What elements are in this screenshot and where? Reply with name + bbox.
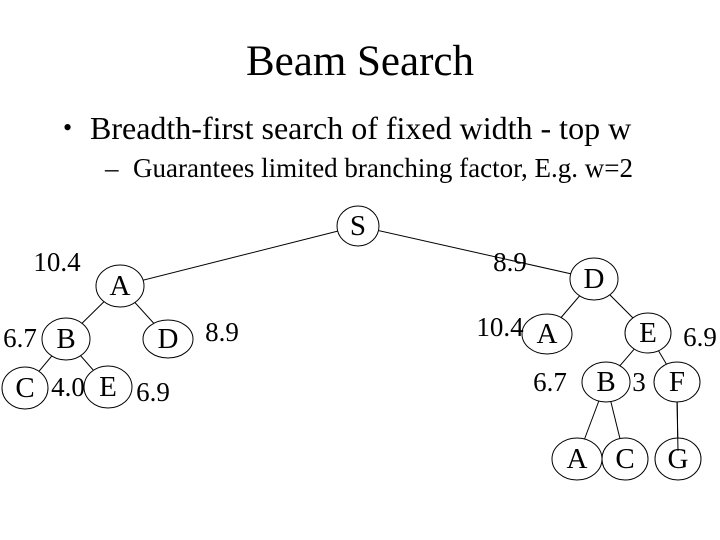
tree-edge — [357, 225, 595, 280]
node-circle — [581, 361, 631, 403]
node-circle — [95, 264, 145, 308]
tree-node-C3: C — [601, 437, 649, 481]
cost-label: 6.7 — [3, 323, 37, 353]
tree-node-E2: E — [624, 312, 672, 354]
cost-label: 10.4 — [33, 247, 81, 277]
tree-node-F2: F — [653, 361, 701, 403]
tree-node-A1: A — [95, 264, 145, 308]
tree-node-A2: A — [521, 313, 573, 355]
cost-label: 10.4 — [476, 312, 524, 342]
node-label: E — [99, 371, 117, 403]
dash-marker-icon: – — [105, 153, 119, 183]
tree-edge — [119, 225, 359, 287]
node-circle — [336, 205, 380, 247]
node-circle — [83, 365, 133, 409]
sub-bullet-item: – Guarantees limited branching factor, E… — [105, 151, 633, 185]
cost-label: 3 — [632, 367, 646, 397]
node-label: D — [158, 323, 179, 355]
node-label: F — [669, 366, 685, 398]
node-label: B — [56, 323, 75, 355]
tree-node-C1: C — [1, 366, 49, 410]
tree-node-D1: D — [142, 319, 194, 359]
node-label: G — [668, 443, 689, 475]
tree-node-B2: B — [581, 361, 631, 403]
cost-label: 6.9 — [683, 322, 717, 352]
node-label: E — [639, 317, 657, 349]
tree-node-B1: B — [41, 317, 91, 361]
bullet-dot-icon: • — [63, 113, 73, 142]
node-label: C — [615, 443, 634, 475]
bullet-item: • Breadth-first search of fixed width - … — [63, 108, 631, 148]
node-circle — [521, 313, 573, 355]
tree-node-A3: A — [551, 437, 603, 481]
node-circle — [41, 317, 91, 361]
node-circle — [624, 312, 672, 354]
bullet-text: Breadth-first search of fixed width - to… — [90, 110, 632, 146]
cost-label: 4.0 — [51, 372, 85, 402]
tree-node-D2: D — [569, 257, 619, 301]
node-circle — [1, 366, 49, 410]
node-label: C — [15, 372, 34, 404]
node-circle — [569, 257, 619, 301]
tree-node-E1: E — [83, 365, 133, 409]
node-label: A — [110, 270, 131, 302]
cost-label: 6.9 — [136, 377, 170, 407]
node-label: A — [537, 318, 558, 350]
tree-node-S: S — [336, 205, 380, 247]
tree-edge-overlay — [676, 401, 679, 452]
sub-bullet-text: Guarantees limited branching factor, E.g… — [133, 153, 633, 183]
node-label: A — [567, 443, 588, 475]
cost-label: 8.9 — [205, 317, 239, 347]
cost-label: 8.9 — [493, 247, 527, 277]
slide-title: Beam Search — [245, 38, 475, 85]
node-label: B — [596, 366, 615, 398]
tree-node-G3: G — [654, 437, 702, 481]
node-label: D — [584, 263, 605, 295]
node-label: S — [350, 210, 366, 242]
node-circle — [142, 319, 194, 359]
node-circle — [601, 437, 649, 481]
cost-label: 6.7 — [533, 367, 567, 397]
